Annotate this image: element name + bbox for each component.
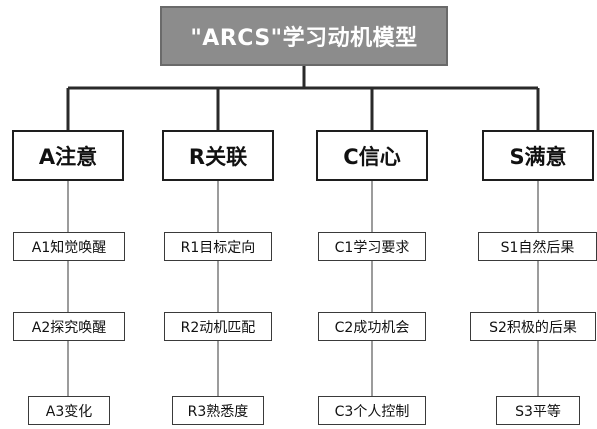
item-c1: C1学习要求 xyxy=(318,232,426,261)
item-s1: S1自然后果 xyxy=(478,232,597,261)
item-c2: C2成功机会 xyxy=(318,312,426,341)
item-r1: R1目标定向 xyxy=(164,232,272,261)
item-r2: R2动机匹配 xyxy=(164,312,272,341)
category-satisfaction: S满意 xyxy=(482,130,594,181)
item-r3: R3熟悉度 xyxy=(172,396,264,425)
item-s2: S2积极的后果 xyxy=(470,312,596,341)
category-attention: A注意 xyxy=(12,130,124,181)
category-confidence: C信心 xyxy=(316,130,428,181)
item-s3: S3平等 xyxy=(496,396,580,425)
item-a2: A2探究唤醒 xyxy=(13,312,125,341)
diagram-title: "ARCS"学习动机模型 xyxy=(160,6,448,66)
category-relevance: R关联 xyxy=(162,130,274,181)
item-a1: A1知觉唤醒 xyxy=(13,232,125,261)
item-a3: A3变化 xyxy=(28,396,110,425)
item-c3: C3个人控制 xyxy=(318,396,426,425)
